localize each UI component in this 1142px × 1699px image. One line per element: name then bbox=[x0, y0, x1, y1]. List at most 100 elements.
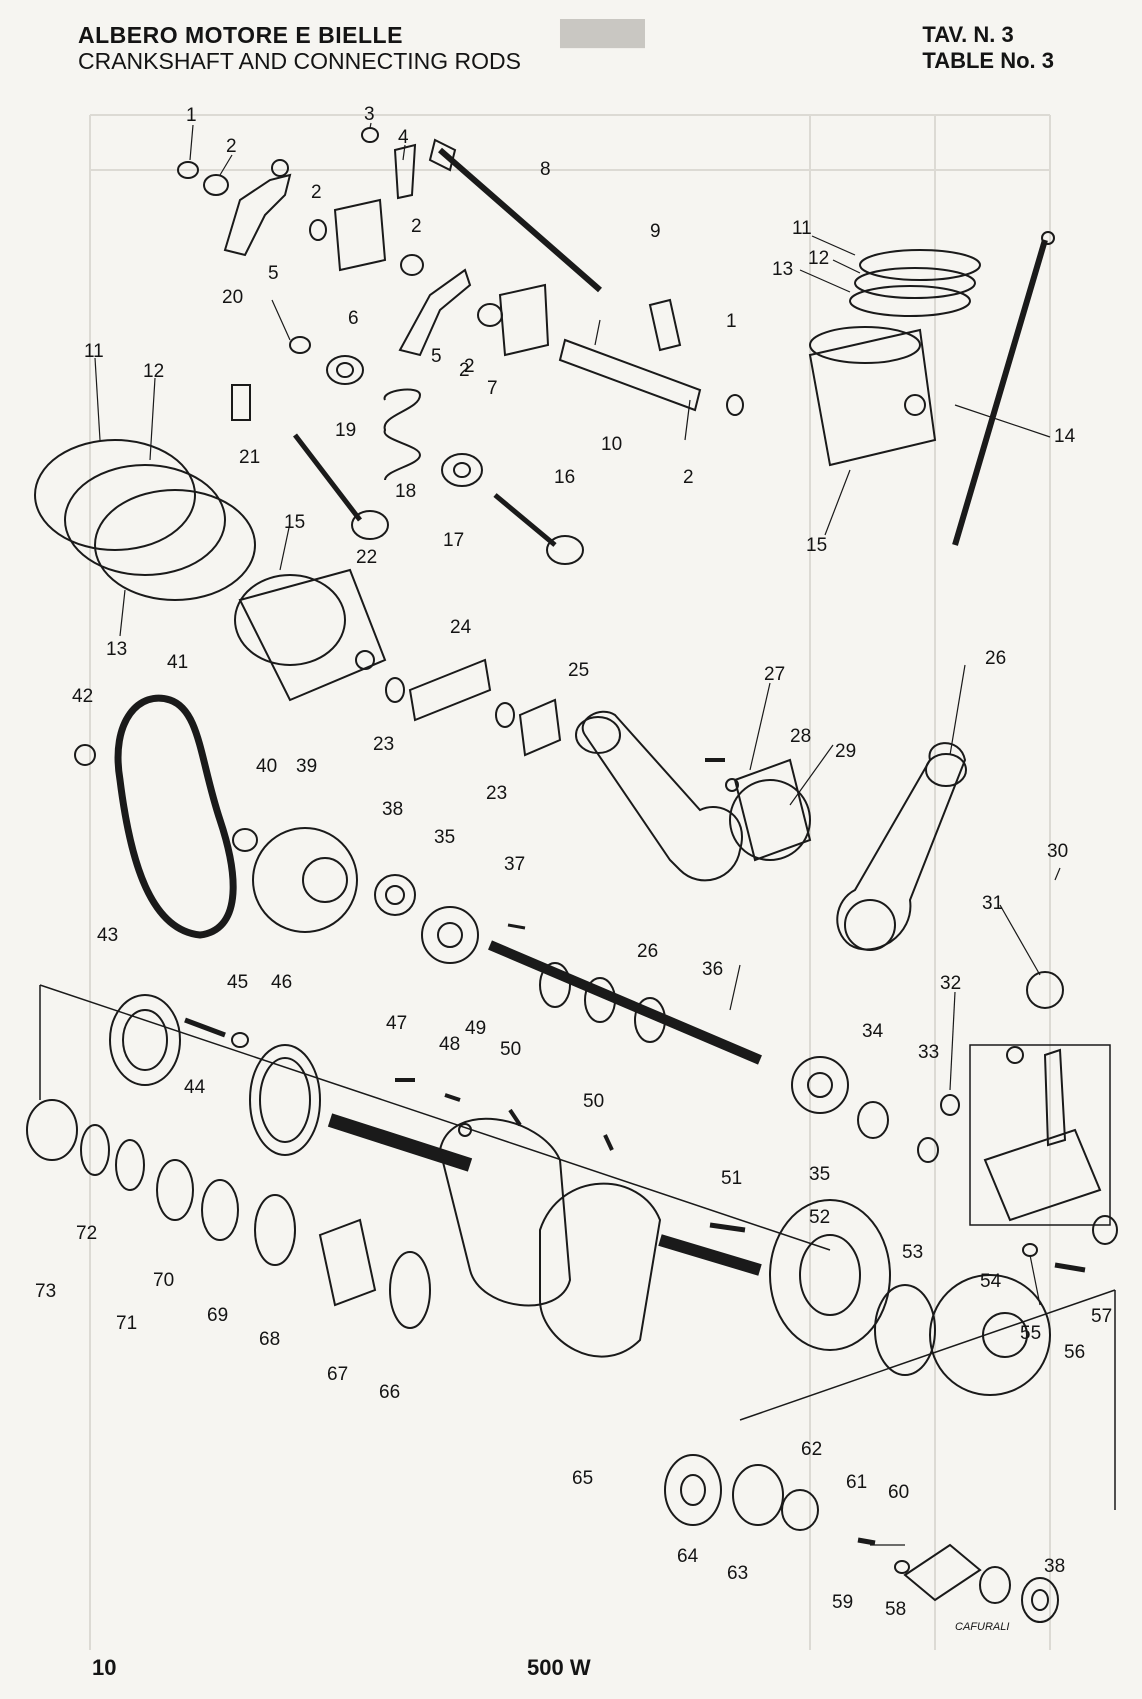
callout: 12 bbox=[143, 361, 164, 382]
callout: 57 bbox=[1091, 1306, 1112, 1327]
callout: 23 bbox=[486, 783, 507, 804]
callout: 15 bbox=[284, 512, 305, 533]
model-name: 500 W bbox=[527, 1655, 591, 1680]
callout: 41 bbox=[167, 652, 188, 673]
callout: 63 bbox=[727, 1563, 748, 1584]
callout: 42 bbox=[72, 686, 93, 707]
callout: 48 bbox=[439, 1034, 460, 1055]
callout: 18 bbox=[395, 481, 416, 502]
callout: 50 bbox=[500, 1039, 521, 1060]
callout: 23 bbox=[373, 734, 394, 755]
parts-artwork bbox=[26, 127, 1118, 1623]
callout: 38 bbox=[382, 799, 403, 820]
callout: 6 bbox=[348, 308, 359, 329]
callout: 58 bbox=[885, 1599, 906, 1620]
callout: 38 bbox=[1044, 1556, 1065, 1577]
callout: 62 bbox=[801, 1439, 822, 1460]
callout: 39 bbox=[296, 756, 317, 777]
callout: 27 bbox=[764, 664, 785, 685]
callout: 5 bbox=[268, 263, 279, 284]
callout: 46 bbox=[271, 972, 292, 993]
callout: 1 bbox=[726, 311, 737, 332]
callout: 26 bbox=[985, 648, 1006, 669]
bleed-through-table bbox=[89, 114, 1051, 1650]
callout: 9 bbox=[650, 221, 661, 242]
callout: 64 bbox=[677, 1546, 699, 1567]
callout: 72 bbox=[76, 1223, 97, 1244]
callout: 70 bbox=[153, 1270, 174, 1291]
tav-number: TAV. N. 3 bbox=[922, 22, 1014, 47]
leader-lines bbox=[94, 122, 1061, 1546]
table-number: TABLE No. 3 bbox=[922, 48, 1054, 73]
callout: 17 bbox=[443, 530, 464, 551]
callout: 35 bbox=[809, 1164, 830, 1185]
artist-signature: CAFURALI bbox=[955, 1621, 1009, 1633]
callout: 61 bbox=[846, 1472, 867, 1493]
title-english: CRANKSHAFT AND CONNECTING RODS bbox=[78, 48, 522, 74]
callout: 1 bbox=[186, 105, 197, 126]
callout: 28 bbox=[790, 726, 811, 747]
callout: 5 bbox=[431, 346, 442, 367]
callout: 2 bbox=[411, 216, 422, 237]
callout: 11 bbox=[792, 218, 812, 239]
callout: 2 bbox=[226, 136, 237, 157]
callout: 40 bbox=[256, 756, 277, 777]
callout: 69 bbox=[207, 1305, 228, 1326]
callout: 53 bbox=[902, 1242, 923, 1263]
callout: 56 bbox=[1064, 1342, 1085, 1363]
callout: 50 bbox=[583, 1091, 604, 1112]
callout-numbers: 1 2 3 4 2 8 2 2 5 6 9 20 5 2 7 1 11 12 1… bbox=[35, 104, 1112, 1620]
callout: 35 bbox=[434, 827, 455, 848]
callout: 31 bbox=[982, 893, 1003, 914]
callout: 67 bbox=[327, 1364, 348, 1385]
callout: 36 bbox=[702, 959, 723, 980]
callout: 54 bbox=[980, 1271, 1002, 1292]
callout: 51 bbox=[721, 1168, 742, 1189]
callout: 21 bbox=[239, 447, 260, 468]
callout: 24 bbox=[450, 617, 472, 638]
title-italian: ALBERO MOTORE E BIELLE bbox=[78, 22, 403, 48]
callout: 2 bbox=[311, 182, 322, 203]
callout: 43 bbox=[97, 925, 118, 946]
callout: 16 bbox=[554, 467, 575, 488]
callout: 30 bbox=[1047, 841, 1068, 862]
callout: 68 bbox=[259, 1329, 280, 1350]
callout: 66 bbox=[379, 1382, 400, 1403]
callout: 8 bbox=[540, 159, 551, 180]
callout: 71 bbox=[116, 1313, 137, 1334]
callout: 4 bbox=[398, 127, 409, 148]
callout: 55 bbox=[1020, 1323, 1041, 1344]
callout: 13 bbox=[772, 259, 793, 280]
callout: 10 bbox=[601, 434, 622, 455]
callout: 25 bbox=[568, 660, 589, 681]
callout: 13 bbox=[106, 639, 127, 660]
callout: 7 bbox=[487, 378, 498, 399]
callout: 45 bbox=[227, 972, 248, 993]
callout: 15 bbox=[806, 535, 827, 556]
callout: 22 bbox=[356, 547, 377, 568]
callout: 20 bbox=[222, 287, 243, 308]
callout: 37 bbox=[504, 854, 525, 875]
callout: 29 bbox=[835, 741, 856, 762]
callout: 65 bbox=[572, 1468, 593, 1489]
callout: 12 bbox=[808, 248, 829, 269]
table-reference: TAV. N. 3 TABLE No. 3 bbox=[922, 22, 1054, 74]
callout: 73 bbox=[35, 1281, 56, 1302]
callout: 19 bbox=[335, 420, 356, 441]
callout: 34 bbox=[862, 1021, 884, 1042]
callout: 2 bbox=[459, 360, 470, 381]
callout: 32 bbox=[940, 973, 961, 994]
page-header: ALBERO MOTORE E BIELLE CRANKSHAFT AND CO… bbox=[78, 22, 521, 74]
page-number: 10 bbox=[92, 1655, 117, 1680]
callout: 2 bbox=[683, 467, 694, 488]
callout: 11 bbox=[84, 341, 104, 362]
callout: 60 bbox=[888, 1482, 909, 1503]
callout: 26 bbox=[637, 941, 658, 962]
callout: 59 bbox=[832, 1592, 853, 1613]
callout: 49 bbox=[465, 1018, 486, 1039]
callout: 2 bbox=[464, 356, 475, 377]
callout: 3 bbox=[364, 104, 375, 125]
callout: 14 bbox=[1054, 426, 1076, 447]
callout: 33 bbox=[918, 1042, 939, 1063]
